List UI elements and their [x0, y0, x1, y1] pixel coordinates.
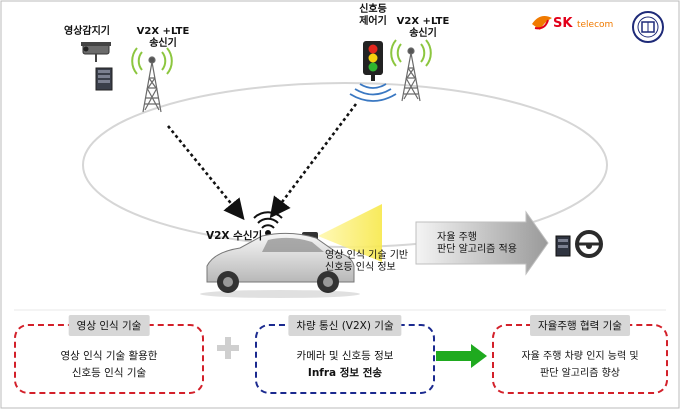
- car-caption: 영상 인식 기술 기반 신호등 인식 정보: [325, 250, 408, 274]
- box-v2x-communication-line2: Infra 정보 전송: [307, 367, 383, 379]
- box-autonomous-cooperation-line2: 판단 알고리즘 향상: [540, 368, 620, 379]
- signal-controller-label-line2: 제어기: [359, 16, 387, 27]
- traffic-light-icon: [363, 41, 383, 81]
- arrow-caption: 자율 주행 판단 알고리즘 적용: [437, 232, 517, 256]
- box-image-recognition: 영상 인식 기술 영상 인식 기술 활용한 신호등 인식 기술: [14, 315, 204, 394]
- right-server-icon: [555, 235, 571, 257]
- box-autonomous-cooperation-body: 자율 주행 차량 인지 능력 및 판단 알고리즘 향상: [494, 348, 666, 382]
- sk-logo-icon: [532, 16, 552, 30]
- box-v2x-communication-line1: 카메라 및 신호등 정보: [296, 350, 394, 362]
- box-v2x-communication: 차량 통신 (V2X) 기술 카메라 및 신호등 정보 Infra 정보 전송: [255, 315, 435, 394]
- box-v2x-communication-body: 카메라 및 신호등 정보 Infra 정보 전송: [257, 348, 433, 382]
- dotted-arrow-left: [166, 125, 245, 221]
- car-icon: [200, 232, 360, 298]
- left-tower-label-line2: 송신기: [149, 38, 177, 49]
- box-autonomous-cooperation: 자율주행 협력 기술 자율 주행 차량 인지 능력 및 판단 알고리즘 향상: [492, 315, 668, 394]
- left-tower-waves-icon: [131, 47, 173, 75]
- right-tower-label-line1: V2X +LTE: [396, 16, 450, 27]
- green-arrow: [436, 344, 487, 368]
- car-caption-line2: 신호등 인식 정보: [325, 262, 396, 273]
- box-autonomous-cooperation-title: 자율주행 협력 기술: [530, 315, 630, 336]
- camera-label: 영상감지기: [64, 26, 110, 37]
- signal-controller-label: 신호등 제어기: [350, 4, 396, 28]
- box-image-recognition-title: 영상 인식 기술: [68, 315, 150, 336]
- sk-telecom-logo: SK telecom: [553, 16, 613, 31]
- left-tower-label-line1: V2X +LTE: [136, 26, 190, 37]
- box-image-recognition-body: 영상 인식 기술 활용한 신호등 인식 기술: [16, 348, 202, 382]
- big-process-arrow: [415, 210, 549, 276]
- box-image-recognition-line2: 신호등 인식 기술: [71, 367, 147, 379]
- road-ellipse: [82, 82, 608, 248]
- steering-wheel-icon: [575, 230, 603, 258]
- left-tower-label: V2X +LTE 송신기: [132, 26, 194, 50]
- signal-controller-label-line1: 신호등: [359, 4, 387, 15]
- right-tower-label-line2: 송신기: [409, 28, 437, 39]
- arrow-caption-line2: 판단 알고리즘 적용: [437, 244, 517, 255]
- logo-telecom-text: telecom: [576, 20, 614, 30]
- box-v2x-communication-title: 차량 통신 (V2X) 기술: [288, 315, 402, 336]
- right-tower-icon: [401, 47, 421, 102]
- box-autonomous-cooperation-line1: 자율 주행 차량 인지 능력 및: [521, 351, 639, 362]
- receiver-signal-icon: [253, 211, 283, 236]
- box-image-recognition-line1: 영상 인식 기술 활용한: [60, 350, 158, 362]
- right-tower-waves-icon: [390, 39, 432, 67]
- arrow-caption-line1: 자율 주행: [437, 232, 477, 243]
- plus-icon: [217, 337, 239, 359]
- right-tower-label: V2X +LTE 송신기: [392, 16, 454, 40]
- university-seal-icon: [632, 11, 664, 43]
- traffic-light-waves-icon: [349, 83, 397, 102]
- dotted-arrow-right: [269, 103, 358, 219]
- left-tower-icon: [142, 56, 162, 113]
- logo-sk-text: SK: [553, 16, 573, 31]
- cctv-camera-icon: [81, 42, 111, 62]
- server-icon: [95, 67, 113, 91]
- car-caption-line1: 영상 인식 기술 기반: [325, 250, 409, 261]
- receiver-label: V2X 수신기: [206, 230, 263, 242]
